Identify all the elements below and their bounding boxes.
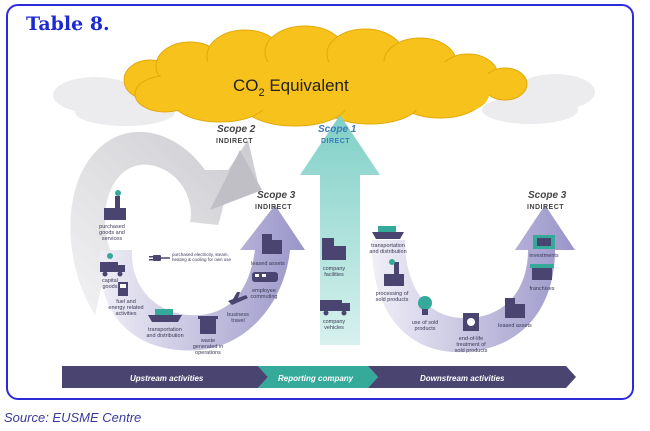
- airplane-icon: [228, 292, 248, 305]
- co2-cloud-fill: [160, 62, 490, 110]
- scope1-type: DIRECT: [321, 138, 350, 145]
- scope1-arrow: [300, 115, 380, 345]
- upstream-bar: [62, 366, 268, 388]
- trash-bin-icon: [198, 316, 218, 334]
- scope1-name: Scope 1: [318, 124, 357, 135]
- cloud-label: CO2 Equivalent: [233, 76, 349, 99]
- leased-down-label: leased assets: [498, 323, 532, 329]
- downstream-bar-label: Downstream activities: [420, 374, 505, 383]
- scope2-name: Scope 2: [217, 124, 256, 135]
- electricity-label: purchased electricity, steam,heating & c…: [172, 252, 232, 262]
- plug-icon: [149, 255, 170, 261]
- leased-up-label: leased assets: [251, 261, 285, 267]
- source-caption: Source: EUSME Centre: [4, 410, 142, 425]
- franchises-label: franchises: [529, 286, 554, 292]
- upstream-bar-label: Upstream activities: [130, 374, 204, 383]
- franchise-store-icon: [530, 264, 554, 280]
- scope3-down-name: Scope 3: [528, 190, 567, 201]
- truck-icon: [100, 253, 125, 277]
- scope2-arrow: [70, 131, 258, 315]
- fuel-pump-icon: [118, 282, 128, 296]
- scope2-arrow-head: [210, 150, 262, 210]
- downstream-ship-icon: [372, 226, 404, 239]
- ship-icon: [148, 309, 182, 322]
- company-truck-icon: [320, 300, 350, 316]
- scope2-type: INDIRECT: [216, 138, 253, 145]
- company-building-icon: [322, 238, 346, 260]
- downstream-leased-building-icon: [505, 298, 525, 318]
- scope3-up-type: INDIRECT: [255, 204, 292, 211]
- investments-label: investments: [529, 253, 559, 259]
- scope3-down-type: INDIRECT: [527, 204, 564, 211]
- reporting-bar: [258, 366, 378, 388]
- scope3-upstream-arrow: [99, 205, 305, 351]
- scope3-up-name: Scope 3: [257, 190, 296, 201]
- table-title: Table 8.: [26, 13, 110, 35]
- processing-factory-icon: [384, 259, 404, 286]
- recycle-bin-icon: [463, 313, 479, 331]
- ghg-scopes-diagram: CO2 Equivalent Scope 2 INDIRECT Scope 1 …: [53, 25, 595, 388]
- reporting-bar-label: Reporting company: [278, 374, 354, 383]
- downstream-bar: [368, 366, 576, 388]
- train-icon: [252, 272, 278, 282]
- leased-building-icon: [262, 234, 282, 254]
- factory-icon: [104, 190, 126, 220]
- lightbulb-icon: [418, 296, 432, 315]
- investment-cash-icon: [533, 235, 555, 249]
